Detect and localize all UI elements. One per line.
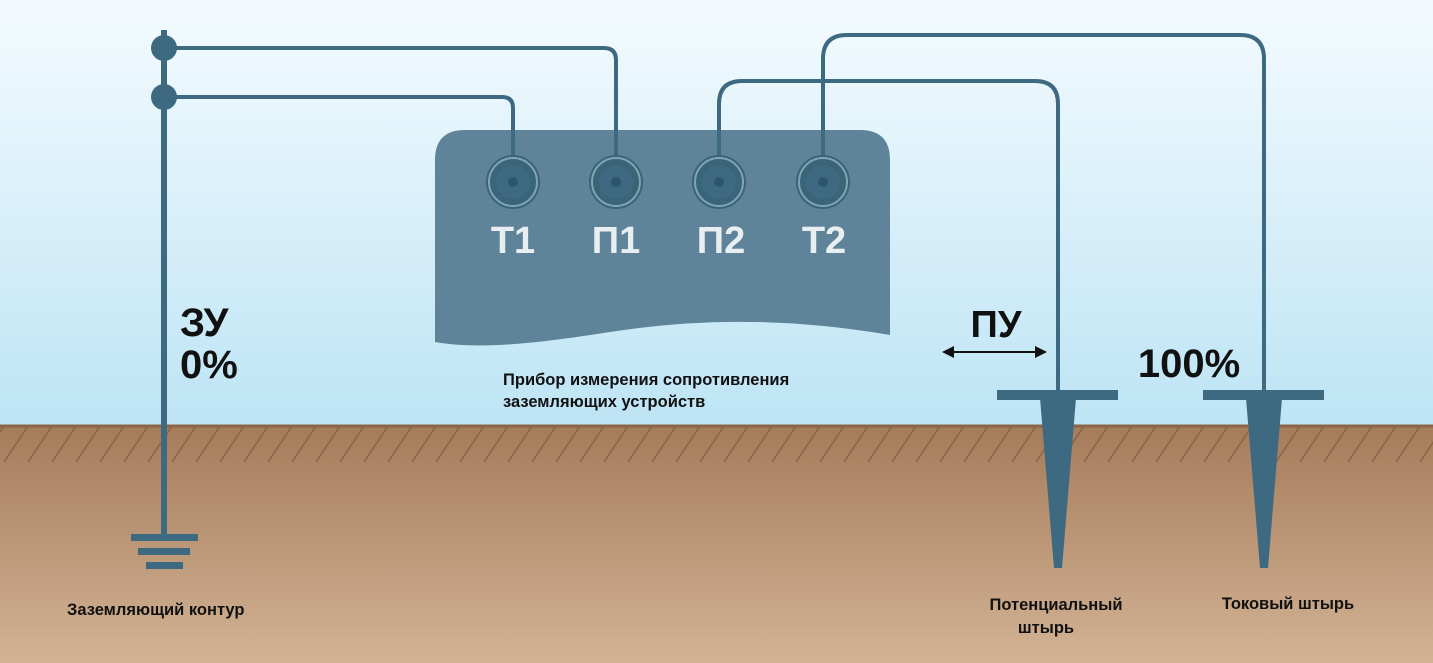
double-arrow-icon xyxy=(942,346,1047,358)
potential-stake-caption-line2: штырь xyxy=(1018,619,1074,637)
terminal-p1 xyxy=(589,155,643,209)
terminal-p2 xyxy=(692,155,746,209)
current-stake-caption: Токовый штырь xyxy=(1222,595,1354,613)
terminal-label-p1: П1 xyxy=(592,220,640,262)
label-pu: ПУ xyxy=(971,304,1022,346)
ground-symbol-bar-1 xyxy=(131,534,198,541)
current-stake xyxy=(1203,390,1324,568)
label-zero-percent: 0% xyxy=(180,343,238,387)
terminal-label-t2: Т2 xyxy=(802,220,846,262)
potential-stake-caption-line1: Потенциальный xyxy=(989,596,1122,614)
ground-symbol-bar-3 xyxy=(146,562,183,569)
wire-p2 xyxy=(717,79,1060,392)
terminal-t1 xyxy=(486,155,540,209)
wire-t1 xyxy=(165,95,515,180)
measuring-device-body xyxy=(435,130,890,346)
terminal-label-p2: П2 xyxy=(697,220,745,262)
label-zu: ЗУ xyxy=(180,301,230,345)
device-caption-line2: заземляющих устройств xyxy=(503,393,705,411)
ground-hatch-band xyxy=(0,426,1433,462)
terminal-label-t1: Т1 xyxy=(491,220,535,262)
ground-symbol-bar-2 xyxy=(138,548,190,555)
terminal-t2 xyxy=(796,155,850,209)
grounding-loop xyxy=(131,30,198,569)
wire-p1 xyxy=(165,46,618,180)
potential-stake xyxy=(997,390,1118,568)
wires xyxy=(165,33,1266,392)
grounding-caption: Заземляющий контур xyxy=(67,601,244,619)
ground xyxy=(0,426,1433,663)
pole-connector-top xyxy=(151,35,177,61)
wire-t2 xyxy=(821,33,1266,392)
label-hundred-percent: 100% xyxy=(1138,342,1240,386)
pole-connector-bottom xyxy=(151,84,177,110)
device-caption-line1: Прибор измерения сопротивления xyxy=(503,371,789,389)
